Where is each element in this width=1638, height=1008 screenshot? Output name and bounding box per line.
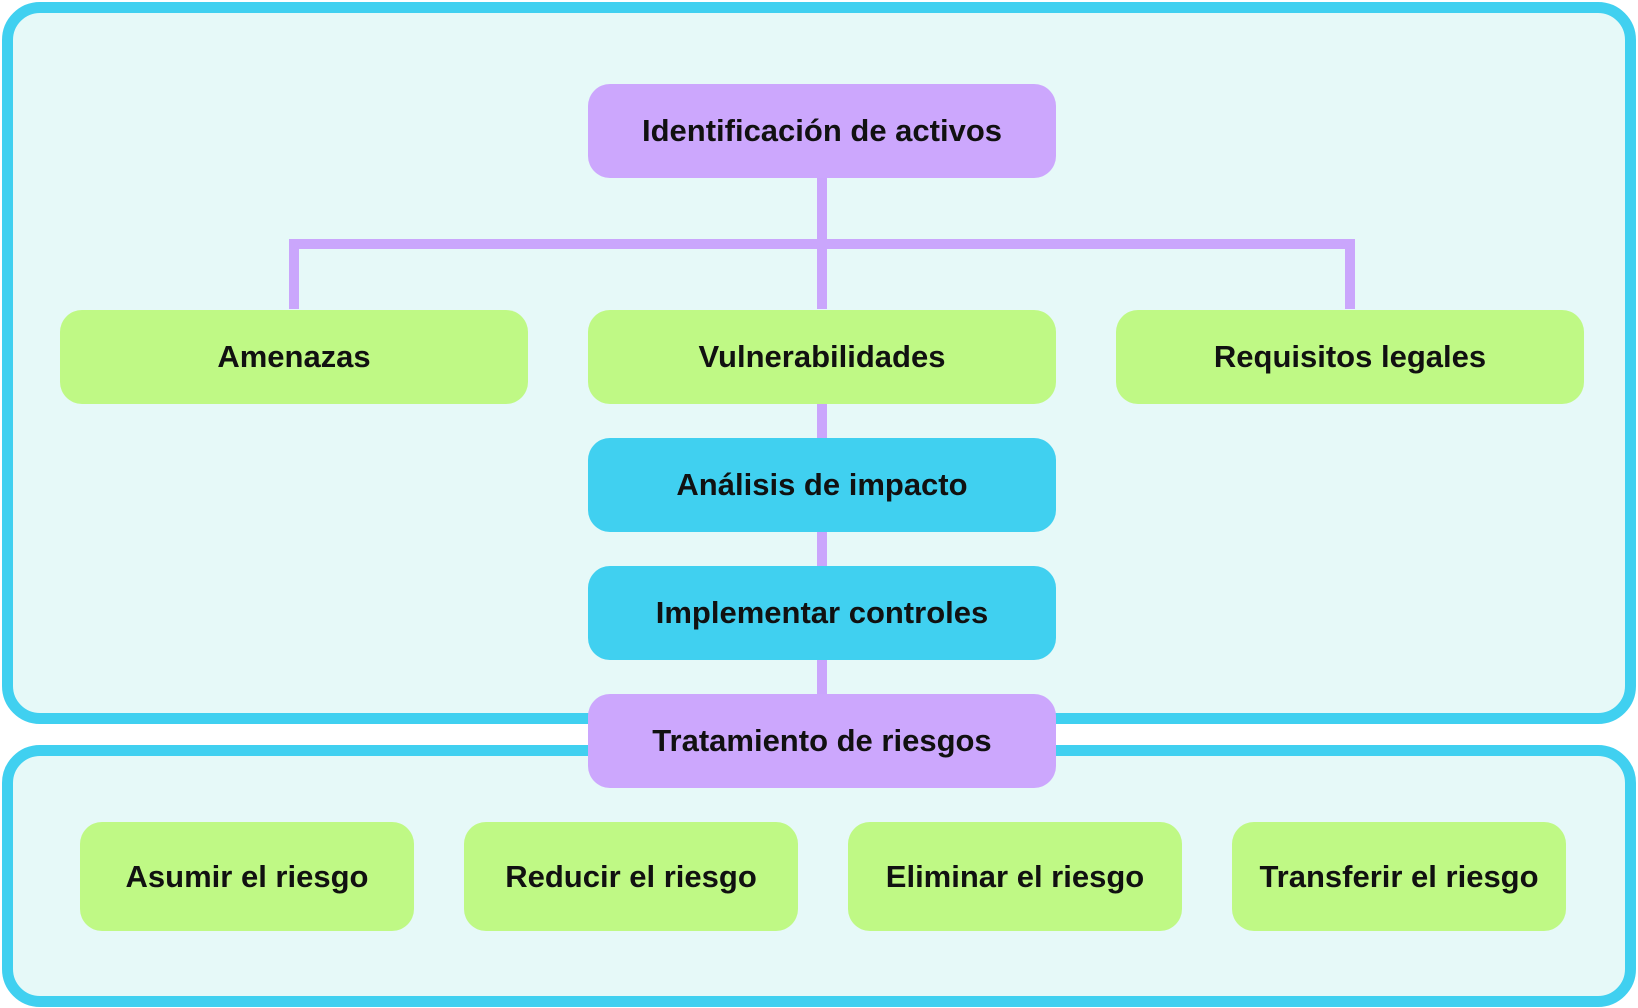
node-label: Identificación de activos xyxy=(641,113,1003,148)
node-implementar-controles: Implementar controles xyxy=(588,566,1056,660)
node-vulnerabilidades: Vulnerabilidades xyxy=(588,310,1056,404)
node-label: Implementar controles xyxy=(655,595,989,630)
node-label: Amenazas xyxy=(217,339,371,374)
node-eliminar-riesgo: Eliminar el riesgo xyxy=(848,822,1182,931)
node-label: Asumir el riesgo xyxy=(125,858,369,894)
connector-controls-treatment xyxy=(817,656,827,698)
node-transferir-riesgo: Transferir el riesgo xyxy=(1232,822,1566,931)
connector-vuln-analysis xyxy=(817,400,827,442)
node-asumir-riesgo: Asumir el riesgo xyxy=(80,822,414,931)
node-label: Análisis de impacto xyxy=(676,467,968,502)
node-label: Reducir el riesgo xyxy=(505,858,757,894)
node-label: Eliminar el riesgo xyxy=(885,858,1145,894)
node-amenazas: Amenazas xyxy=(60,310,528,404)
node-requisitos-legales: Requisitos legales xyxy=(1116,310,1584,404)
connector-right-drop xyxy=(1345,244,1355,309)
node-label: Vulnerabilidades xyxy=(698,339,946,374)
connector-analysis-controls xyxy=(817,528,827,570)
connector-left-drop xyxy=(289,244,299,309)
node-label: Tratamiento de riesgos xyxy=(652,723,992,758)
connector-horizontal-bar xyxy=(289,239,1355,249)
node-label: Requisitos legales xyxy=(1213,339,1487,374)
node-label: Transferir el riesgo xyxy=(1259,858,1539,894)
node-analisis-impacto: Análisis de impacto xyxy=(588,438,1056,532)
node-tratamiento-riesgos: Tratamiento de riesgos xyxy=(588,694,1056,788)
node-reducir-riesgo: Reducir el riesgo xyxy=(464,822,798,931)
node-identificacion-activos: Identificación de activos xyxy=(588,84,1056,178)
